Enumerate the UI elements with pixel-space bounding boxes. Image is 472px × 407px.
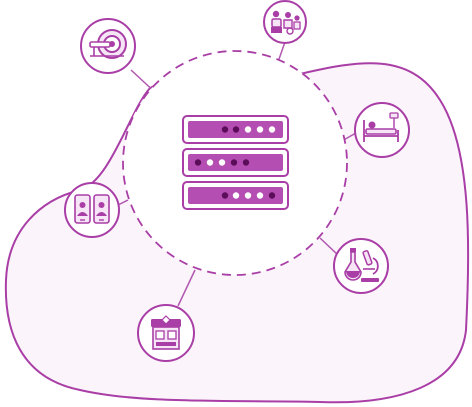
connector-laboratory [319,237,339,256]
server-rack-icon [182,115,289,210]
connector-pharmacy [177,269,196,307]
lab-microscope-icon [344,248,379,282]
node-laboratory[interactable] [333,238,389,294]
server-unit [182,181,289,210]
server-unit [182,148,289,177]
hospital-bed-icon [363,112,399,142]
server-unit [182,115,289,144]
mobile-doctors-icon [74,194,110,224]
connector-mobile [117,199,129,206]
connector-patient-services [277,41,286,63]
patients-reception-icon [271,10,301,35]
node-pharmacy[interactable] [137,304,195,362]
node-patient-services[interactable] [263,0,307,44]
pharmacy-kiosk-icon [151,315,181,350]
node-mobile[interactable] [64,182,120,238]
node-imaging[interactable] [80,18,136,74]
mri-scanner-icon [89,29,127,59]
node-inpatient[interactable] [354,102,410,158]
